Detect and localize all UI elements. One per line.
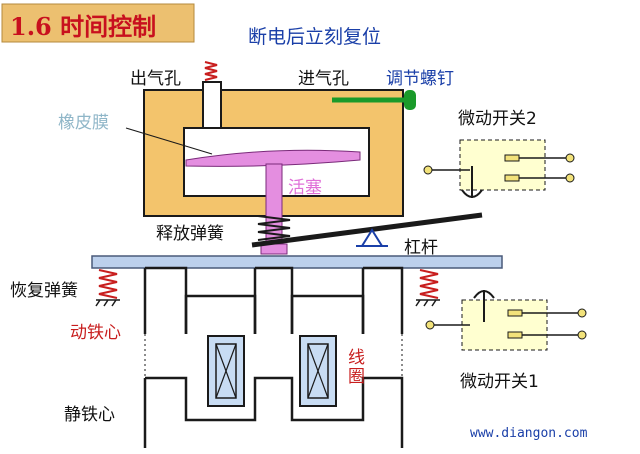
static-core: [143, 376, 404, 448]
label-piston: 活塞: [288, 178, 322, 198]
moving-core-outline: [184, 294, 365, 334]
label-micro-switch-2: 微动开关2: [458, 109, 537, 129]
label-coil: 线圈: [344, 348, 364, 386]
micro-switch-2-icon: [423, 139, 575, 198]
return-spring-right-icon: [419, 269, 439, 299]
label-inlet: 进气孔: [298, 69, 349, 89]
outlet-spring-icon: [204, 61, 218, 81]
diaphragm: [185, 149, 361, 167]
top-plate: [91, 255, 503, 269]
header-title: 1.6 时间控制: [10, 12, 157, 41]
lever: [251, 212, 483, 248]
label-lever: 杠杆: [404, 238, 438, 258]
outlet-tube: [202, 81, 222, 129]
diagram-title: 断电后立刻复位: [248, 26, 382, 48]
label-outlet: 出气孔: [130, 69, 181, 89]
label-return-spring: 恢复弹簧: [10, 281, 78, 301]
coil-right-icon: [299, 335, 337, 407]
return-spring-left-icon: [98, 269, 118, 299]
label-micro-switch-1: 微动开关1: [460, 372, 539, 392]
coil-left-icon: [207, 335, 245, 407]
label-adjust-screw: 调节螺钉: [386, 69, 454, 89]
release-spring-icon: [257, 215, 291, 241]
label-static-core: 静铁心: [64, 405, 115, 425]
header-banner: [1, 3, 195, 43]
watermark: www.diangon.com: [470, 426, 588, 441]
spring-base-left: [95, 299, 120, 307]
adjust-screw-icon: [404, 90, 416, 110]
diaphragm-leader: [125, 127, 213, 155]
label-release-spring: 释放弹簧: [156, 224, 224, 244]
spring-base-right: [415, 299, 440, 307]
micro-switch-1-icon: [425, 290, 587, 351]
label-moving-core: 动铁心: [70, 323, 121, 343]
label-diaphragm: 橡皮膜: [58, 113, 109, 133]
